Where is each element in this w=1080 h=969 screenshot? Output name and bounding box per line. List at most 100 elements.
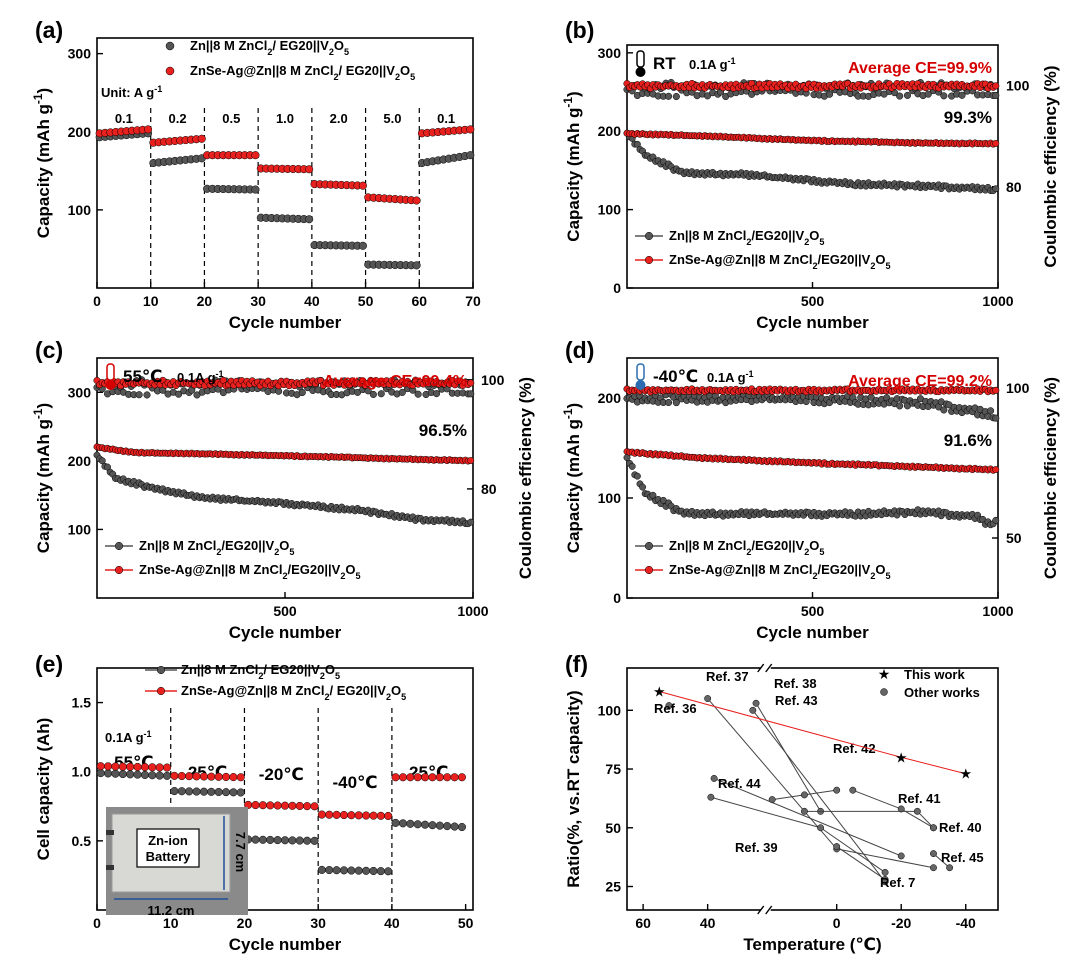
other-work-line	[836, 846, 886, 880]
other-work-point	[897, 852, 905, 860]
reference-label: Ref. 36	[654, 701, 697, 716]
reference-label: Ref. 7	[880, 875, 915, 890]
legend-marker	[644, 541, 654, 551]
capacity-point	[992, 516, 1000, 524]
ce-point	[467, 379, 475, 387]
ce-point	[398, 388, 406, 396]
data-point	[236, 773, 245, 782]
axis-break-gap	[760, 907, 771, 913]
thermometer-icon	[106, 363, 115, 381]
other-work-line	[752, 709, 886, 883]
data-point	[133, 762, 142, 772]
pouch-tab	[106, 830, 114, 835]
data-point	[398, 773, 408, 782]
data-point	[229, 773, 238, 782]
other-work-point	[768, 796, 776, 804]
legend-marker	[114, 541, 124, 551]
data-point	[412, 196, 421, 205]
panel-label: (b)	[565, 17, 594, 43]
data-point	[305, 165, 314, 174]
x-tick-label: 30	[250, 293, 266, 309]
data-point	[443, 773, 452, 782]
data-point	[354, 866, 363, 875]
x-axis-label: Cycle number	[756, 623, 869, 642]
this-work-line	[901, 756, 966, 775]
data-point	[412, 261, 421, 270]
ce-point	[377, 390, 385, 398]
legend-label: Zn||8 M ZnCl2/EG20||V2O5	[139, 538, 294, 557]
data-point	[143, 125, 153, 134]
y-axis-label: Capacity (mAh g-1)	[31, 88, 53, 238]
other-work-point	[913, 807, 921, 815]
ce-point	[467, 390, 475, 398]
x-axis-label: Temperature (℃)	[743, 935, 881, 954]
data-point	[369, 811, 378, 820]
data-point	[266, 801, 275, 810]
data-point	[398, 819, 408, 828]
other-work-point	[881, 868, 889, 876]
data-point	[413, 820, 422, 829]
reference-label: Ref. 39	[735, 840, 778, 855]
other-work-point	[749, 706, 757, 714]
panel-label: (c)	[35, 337, 63, 363]
data-point	[155, 771, 164, 780]
ce-point	[896, 92, 904, 100]
capacity-point	[633, 472, 641, 480]
reference-label: Ref. 43	[775, 693, 818, 708]
data-point	[421, 820, 430, 829]
x-tick-label: 20	[197, 293, 213, 309]
data-point	[347, 866, 356, 875]
data-point	[96, 769, 105, 778]
y-axis-label: Ratio(%, vs.RT capacity)	[564, 690, 583, 887]
x-tick-label: 500	[801, 293, 825, 309]
rate-label: 2.0	[330, 111, 348, 126]
data-point	[251, 801, 260, 810]
data-point	[214, 772, 223, 781]
y2-axis-label: Coulombic efficiency (%)	[516, 377, 535, 579]
other-work-point	[817, 824, 825, 832]
x-tick-label: 0	[93, 915, 101, 931]
data-point	[362, 866, 371, 875]
x-tick-label: 1000	[982, 293, 1013, 309]
data-point	[310, 802, 319, 811]
y2-axis-label: Coulombic efficiency (%)	[1041, 377, 1060, 579]
y-axis-label: Capacity (mAh g-1)	[31, 403, 53, 553]
other-work-point	[897, 805, 905, 813]
data-point	[111, 769, 120, 778]
y-axis-label: Cell capacity (Ah)	[34, 718, 53, 861]
x-tick-label: 60	[411, 293, 427, 309]
legend-marker	[165, 66, 175, 76]
ce-point	[665, 92, 673, 100]
x-tick-label: -20	[891, 915, 911, 931]
data-point	[406, 819, 415, 828]
x-tick-label: 50	[358, 293, 374, 309]
thermometer-icon	[636, 50, 645, 68]
x-axis-label: Cycle number	[229, 935, 342, 954]
legend-label: Zn||8 M ZnCl2/ EG20||V2O5	[181, 662, 340, 681]
x-tick-label: 10	[143, 293, 159, 309]
y-tick-label: 300	[68, 384, 92, 400]
legend-marker	[156, 665, 166, 675]
thermometer-bulb-icon	[635, 67, 646, 77]
data-point	[214, 787, 223, 797]
y-tick-label: 100	[598, 702, 622, 718]
data-point	[347, 811, 356, 820]
data-point	[207, 787, 216, 796]
y-tick-label: 75	[605, 761, 621, 777]
ce-point	[992, 82, 1000, 90]
reference-label: Ref. 41	[898, 791, 941, 806]
data-point	[428, 821, 437, 830]
data-point	[295, 836, 304, 845]
x-axis-label: Cycle number	[229, 623, 342, 642]
rate-label: 0.2	[169, 111, 187, 126]
ce-point	[432, 390, 441, 398]
ce-point	[298, 388, 306, 397]
data-point	[229, 788, 238, 797]
data-point	[317, 810, 326, 819]
data-point	[435, 773, 444, 782]
legend-marker	[644, 565, 654, 575]
data-point	[303, 802, 312, 811]
data-point	[384, 867, 393, 876]
